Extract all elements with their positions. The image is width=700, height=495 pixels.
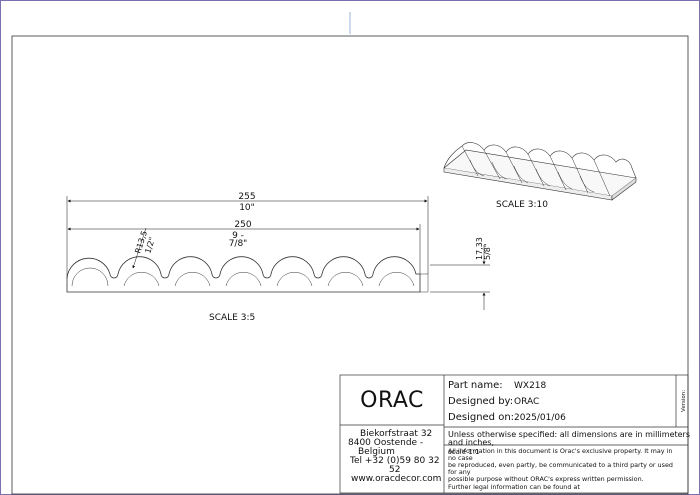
drawing-frame	[11, 35, 689, 495]
height-in: 5/8"	[483, 243, 492, 260]
address-line-6: www.oracdecor.com	[351, 474, 441, 484]
units-note-1: Unless otherwise specified: all dimensio…	[448, 430, 690, 439]
part-name-label: Part name:	[448, 380, 503, 391]
orac-logo: ORAC	[360, 388, 424, 413]
address-line-2: 8400 Oostende -	[348, 438, 423, 448]
address-line-1: Biekorfstraat 32	[360, 429, 432, 439]
dim-inner-mm: 250	[234, 220, 251, 230]
part-name-value: WX218	[514, 381, 547, 391]
dim-overall-in: 10"	[239, 203, 255, 213]
dimension-height	[430, 245, 490, 310]
dim-inner-in-b: 7/8"	[229, 239, 248, 249]
dimension-inner	[67, 224, 421, 274]
legal-line-6: Further legal information can be found a…	[448, 483, 580, 491]
dim-overall-mm: 255	[238, 192, 255, 202]
radius-leader	[132, 227, 147, 269]
address-line-3: Belgium	[358, 447, 395, 457]
designed-on-value: 2025/01/06	[514, 413, 566, 423]
scale-note: scale 1:1	[448, 448, 480, 456]
designed-by-value: ORAC	[514, 397, 539, 407]
dimension-overall	[66, 196, 429, 278]
designed-by-label: Designed by:	[448, 396, 513, 407]
profile-outline	[66, 256, 421, 293]
version-label: Version:	[681, 390, 687, 412]
dim-inner-in-a: 9 -	[232, 231, 244, 241]
title-block	[339, 374, 689, 494]
iso-scale-label: SCALE 3:10	[496, 200, 548, 210]
isometric-view	[443, 142, 637, 201]
legal-line-3: be reproduced, even partly, be communica…	[448, 461, 673, 469]
designed-on-label: Designed on:	[448, 412, 514, 423]
height-mm: 17,33	[475, 237, 484, 260]
profile-scale-label: SCALE 3:5	[209, 313, 255, 323]
address-line-5: 52	[389, 465, 400, 475]
address-line-4: Tel +32 (0)59 80 32	[349, 456, 440, 466]
units-note-2: and inches,	[448, 438, 494, 447]
profile-view	[66, 256, 429, 293]
legal-line-4: for any	[448, 468, 471, 476]
legal-line-2: no case	[448, 454, 473, 462]
legal-line-5: possible purpose without ORAC's express …	[448, 475, 644, 483]
legal-line-1: All information in this document is Orac…	[448, 447, 672, 455]
